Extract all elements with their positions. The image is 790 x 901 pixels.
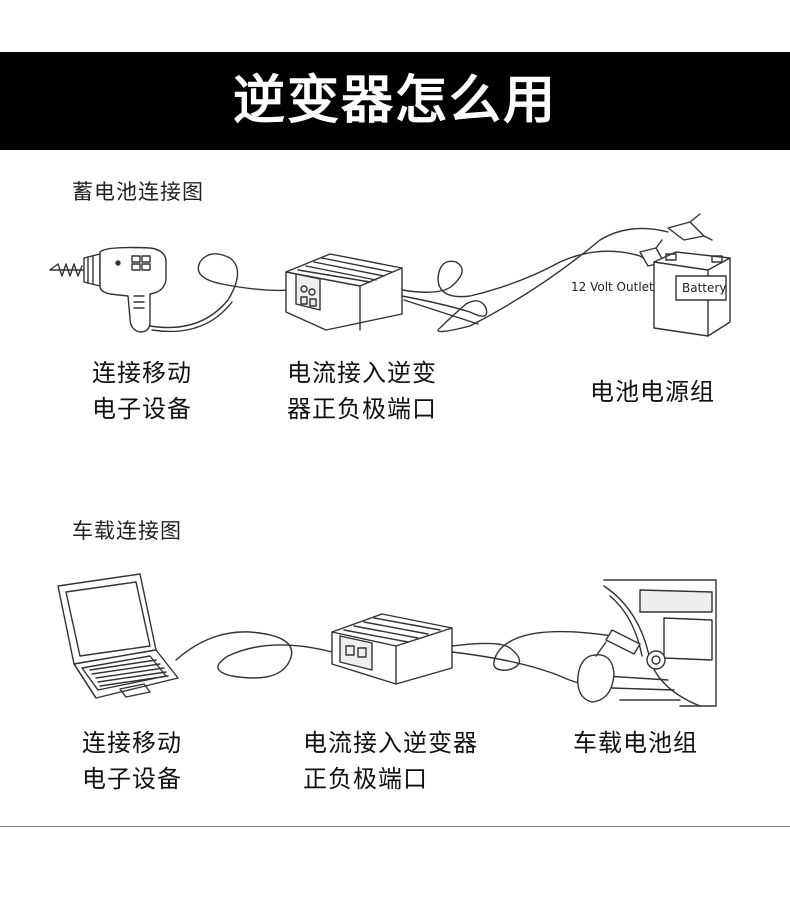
caption-line: 电子设备: [92, 395, 192, 423]
battery-inverter-caption: 电流接入逆变 器正负极端口: [287, 355, 437, 427]
car-power-caption: 车载电池组: [573, 725, 698, 761]
caption-line: 电流接入逆变器: [303, 729, 478, 757]
bottom-divider: [0, 826, 790, 827]
car-inverter-icon: [331, 613, 453, 685]
power-drill-icon: [49, 246, 167, 333]
car-device-caption: 连接移动 电子设备: [82, 725, 182, 797]
car-dashboard-icon: [577, 579, 717, 707]
battery-section-label: 蓄电池连接图: [72, 180, 204, 204]
caption-line: 连接移动: [92, 359, 192, 387]
battery-icon: [653, 251, 731, 337]
caption-line: 车载电池组: [573, 729, 698, 757]
caption-line: 电子设备: [82, 765, 182, 793]
battery-label: Battery: [682, 281, 726, 295]
caption-line: 电流接入逆变: [287, 359, 437, 387]
car-section-label: 车载连接图: [72, 519, 182, 543]
laptop-icon: [57, 573, 179, 699]
battery-device-caption: 连接移动 电子设备: [92, 355, 192, 427]
inverter-icon: [285, 253, 403, 331]
car-inverter-caption: 电流接入逆变器 正负极端口: [303, 725, 478, 797]
caption-line: 连接移动: [82, 729, 182, 757]
caption-line: 正负极端口: [303, 765, 428, 793]
page-title: 逆变器怎么用: [232, 71, 557, 131]
battery-power-caption: 电池电源组: [590, 374, 715, 410]
title-banner: 逆变器怎么用: [0, 52, 790, 150]
caption-line: 器正负极端口: [287, 395, 437, 423]
caption-line: 电池电源组: [590, 378, 715, 406]
outlet-label: 12 Volt Outlet: [571, 280, 654, 294]
